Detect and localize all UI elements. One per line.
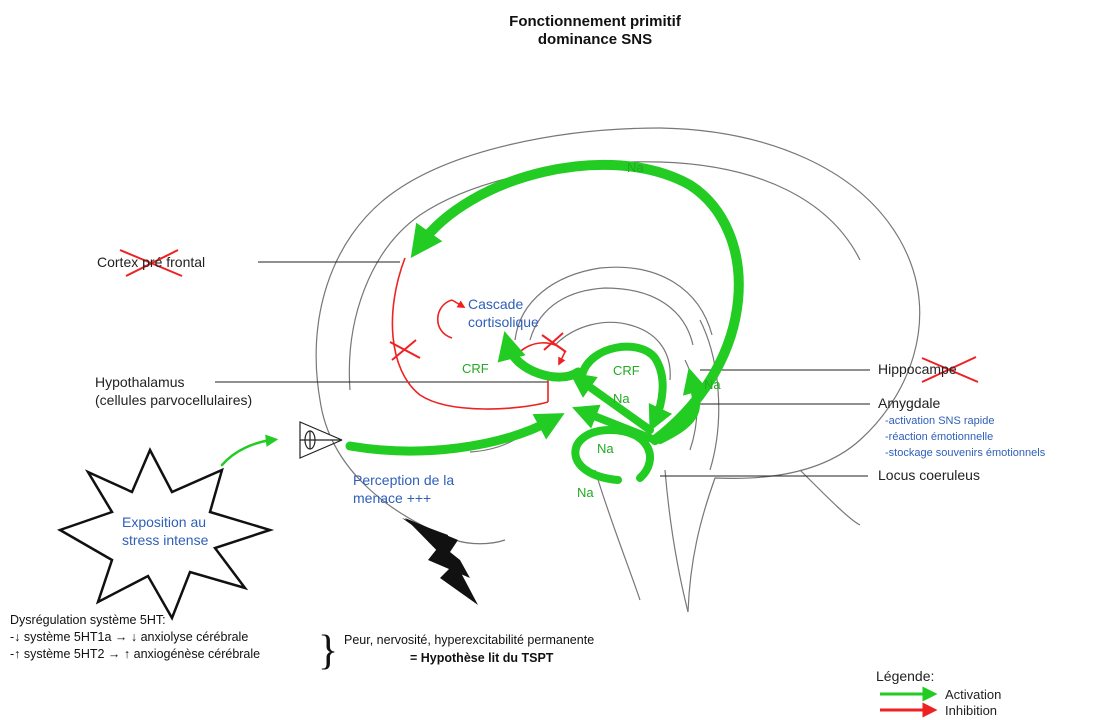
amygdale-note-3: -stockage souvenirs émotionnels bbox=[885, 447, 1046, 459]
label-na-bottom: Na bbox=[577, 485, 594, 500]
label-hypothalamus: Hypothalamus bbox=[95, 374, 185, 390]
serotonin-outcome: Peur, nervosité, hyperexcitabilité perma… bbox=[344, 633, 595, 647]
stress-burst-shape bbox=[57, 447, 275, 621]
label-na-center: Na bbox=[613, 391, 630, 406]
inhibition-paths bbox=[391, 257, 566, 410]
legend-inhibition-label: Inhibition bbox=[945, 703, 998, 718]
leader-lines bbox=[215, 261, 870, 477]
label-amygdale: Amygdale bbox=[878, 395, 941, 411]
label-crf-left: CRF bbox=[462, 361, 489, 376]
amygdale-note-2: -réaction émotionnelle bbox=[885, 431, 994, 443]
label-cascade-line1: Cascade bbox=[468, 296, 524, 312]
serotonin-line2: -↑ système 5HT2 → ↑ anxiogénèse cérébral… bbox=[10, 647, 261, 661]
amygdale-note-1: -activation SNS rapide bbox=[885, 415, 995, 427]
label-perception-line2: menace +++ bbox=[353, 490, 432, 506]
label-perception-line1: Perception de la bbox=[353, 472, 455, 488]
label-stress-line1: Exposition au bbox=[122, 514, 207, 530]
label-cascade-line2: cortisolique bbox=[468, 314, 539, 330]
eye-icon bbox=[299, 421, 343, 459]
label-cortex-prefrontal: Cortex pré frontal bbox=[97, 254, 206, 270]
serotonin-line1: -↓ système 5HT1a → ↓ anxiolyse cérébrale bbox=[10, 630, 249, 644]
legend-title: Légende: bbox=[876, 668, 935, 684]
diagram-title-line1: Fonctionnement primitif bbox=[509, 13, 681, 30]
label-na-loop: Na bbox=[597, 441, 614, 456]
lightning-bolt-lower bbox=[405, 518, 478, 605]
label-locus-coeruleus: Locus coeruleus bbox=[878, 467, 980, 483]
inhibition-crosses bbox=[119, 249, 979, 383]
label-stress-line2: stress intense bbox=[122, 532, 209, 548]
legend-activation-label: Activation bbox=[945, 687, 1002, 702]
legend-arrows bbox=[880, 686, 938, 718]
label-na-top: Na bbox=[627, 160, 644, 175]
label-na-hippocampe: Na bbox=[704, 377, 721, 392]
diagram-title-line2: dominance SNS bbox=[537, 31, 653, 48]
label-crf-right: CRF bbox=[613, 363, 640, 378]
brace-symbol: } bbox=[318, 628, 338, 674]
serotonin-heading: Dysrégulation système 5HT: bbox=[10, 613, 166, 627]
label-hypothalamus-sub: (cellules parvocellulaires) bbox=[95, 392, 253, 408]
activation-paths bbox=[220, 160, 744, 484]
serotonin-conclusion: = Hypothèse lit du TSPT bbox=[410, 651, 554, 665]
label-hippocampe: Hippocampe bbox=[878, 361, 957, 377]
